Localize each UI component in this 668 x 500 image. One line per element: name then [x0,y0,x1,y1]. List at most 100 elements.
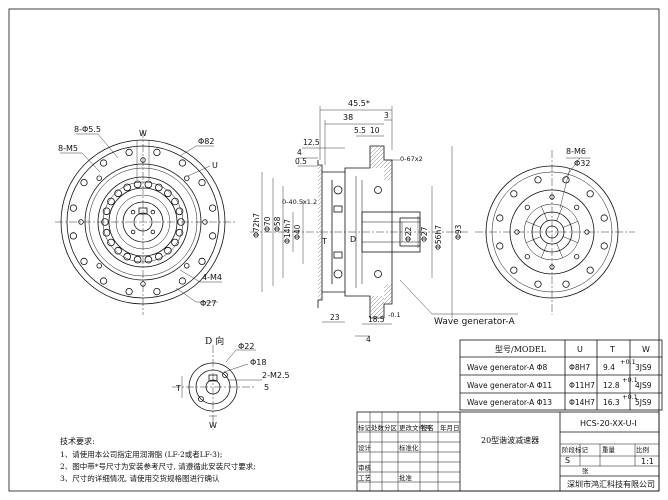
bearing-roller [133,180,142,189]
hatch-line [387,175,393,181]
bearing-roller [155,183,163,192]
hatch-line [317,168,323,174]
hatch-line [383,159,389,165]
dim-dia-27: Φ27 [420,226,429,242]
tb-label-date: 年月日 [440,423,460,432]
table-cell-u-3: Φ14H7 [569,398,595,407]
dim-12-5: 12.5 [303,138,320,147]
hatch-line [383,291,393,301]
hatch-line [369,151,385,167]
bearing-roller [155,252,163,261]
label-diameter-27: Φ27 [200,299,216,308]
mounting-hole [100,159,108,167]
tb-weight-label: 重量 [602,446,616,454]
table-cell-model-1: Wave generator-A Φ8 [467,363,547,372]
dim-dia-40: Φ40 [293,224,302,240]
hatch-line [317,256,323,262]
label-inner-thread: 4-M4 [202,273,222,282]
hatch-line [317,204,323,210]
table-cell-t-tol-1: +0.1 [620,358,636,366]
dim-18-5-tolerance: -0.1 [388,311,401,319]
table-cell-t-2: 12.8 [603,381,620,390]
rear-mounting-hole [496,214,504,222]
note-2: 2、图中带*号尺寸为安装参考尺寸, 请遵循此安装尺寸要求; [60,461,256,471]
rear-spoke [556,206,563,221]
hatch-line [317,228,323,234]
detail-t-label: T [175,384,181,393]
drawing-border [8,8,660,492]
mounting-hole [80,257,88,265]
rear-spoke [556,243,563,258]
inner-hole [150,209,156,215]
bearing-roller [107,197,115,206]
detail-thread: 2-M2.5 [262,371,290,380]
hatch-line [383,163,393,173]
rear-spoke [563,221,578,228]
hatch-line [369,145,383,159]
bolt-hole [96,175,102,181]
rear-mounting-hole [600,214,608,222]
rear-mounting-hole [586,266,594,274]
detail-d-view: D 向 Φ22 Φ18 2-M2.5 5 T W [172,335,290,430]
mounting-hole [69,204,78,212]
inner-hole [130,209,136,215]
hatch-line [317,268,323,274]
rear-bolt-hole [524,204,530,210]
bearing-roller [102,207,111,216]
hatch-line [317,188,323,194]
dim-5-5: 5.5 [354,126,366,135]
rear-spoke [563,236,578,243]
tb-scale: 1:1 [641,457,654,466]
hatch-line [369,145,375,151]
hatch-line [375,159,385,169]
hatch-line [317,272,323,278]
hatch-line [317,224,323,230]
rear-bolt-hole [574,204,580,210]
mounting-hole [198,179,206,187]
bolt-hole [184,175,190,181]
dim-4: 4 [297,148,302,157]
detail-w-label: W [209,421,217,430]
table-cell-w-1: 3JS9 [635,363,652,372]
table-cell-u-1: Φ8H7 [569,363,590,372]
hatch-line [317,288,323,294]
hatch-line [375,309,385,319]
table-header-t: T [609,345,615,354]
dim-3: 3 [384,111,389,120]
tb-stage: S [565,456,570,465]
rear-mounting-hole [510,266,518,274]
hatch-line [317,280,323,286]
mounting-hole [209,232,217,240]
bearing-roller [107,238,115,247]
hatch-line [317,244,323,250]
table-header-model: 型号/MODEL [495,345,547,354]
inner-hole [150,229,156,235]
rear-mounting-hole [586,190,594,198]
hatch-line [317,216,323,222]
dim-4-bottom: 4 [366,335,371,344]
dim-dia-14: Φ14h7 [283,219,292,244]
dim-23: 23 [330,313,340,322]
hatch-line [317,276,323,282]
rear-mounting-hole [562,280,570,288]
tb-label-mark: 标记 [358,423,372,432]
table-cell-w-2: 4JS9 [635,381,652,390]
hatch-line [317,292,323,298]
dim-38: 38 [343,113,353,122]
title-block: 标记 处数 分区 更改文件号 签名 年月日 设计 标准化 审核 工艺 批准 阶段… [356,411,660,492]
dim-18-5: 18.5 [368,315,385,324]
detail-dia-22: Φ22 [238,342,254,351]
dim-0-5: 0.5 [295,157,307,166]
section-hatching [317,145,393,319]
hatch-line [317,232,323,238]
tb-scale-label: 比例 [636,445,649,454]
tb-sheet: 张 [582,466,589,475]
table-cell-t-3: 16.3 [603,398,620,407]
tb-role-approve: 批准 [399,473,413,482]
tb-stage-label: 阶段标记 [562,445,589,454]
bearing-roller [114,189,122,198]
hatch-line [317,248,323,254]
tb-drawing-number: HCS-20-XX-U-I [580,419,637,428]
hatch-line [383,287,393,297]
bearing-roller [144,180,153,189]
